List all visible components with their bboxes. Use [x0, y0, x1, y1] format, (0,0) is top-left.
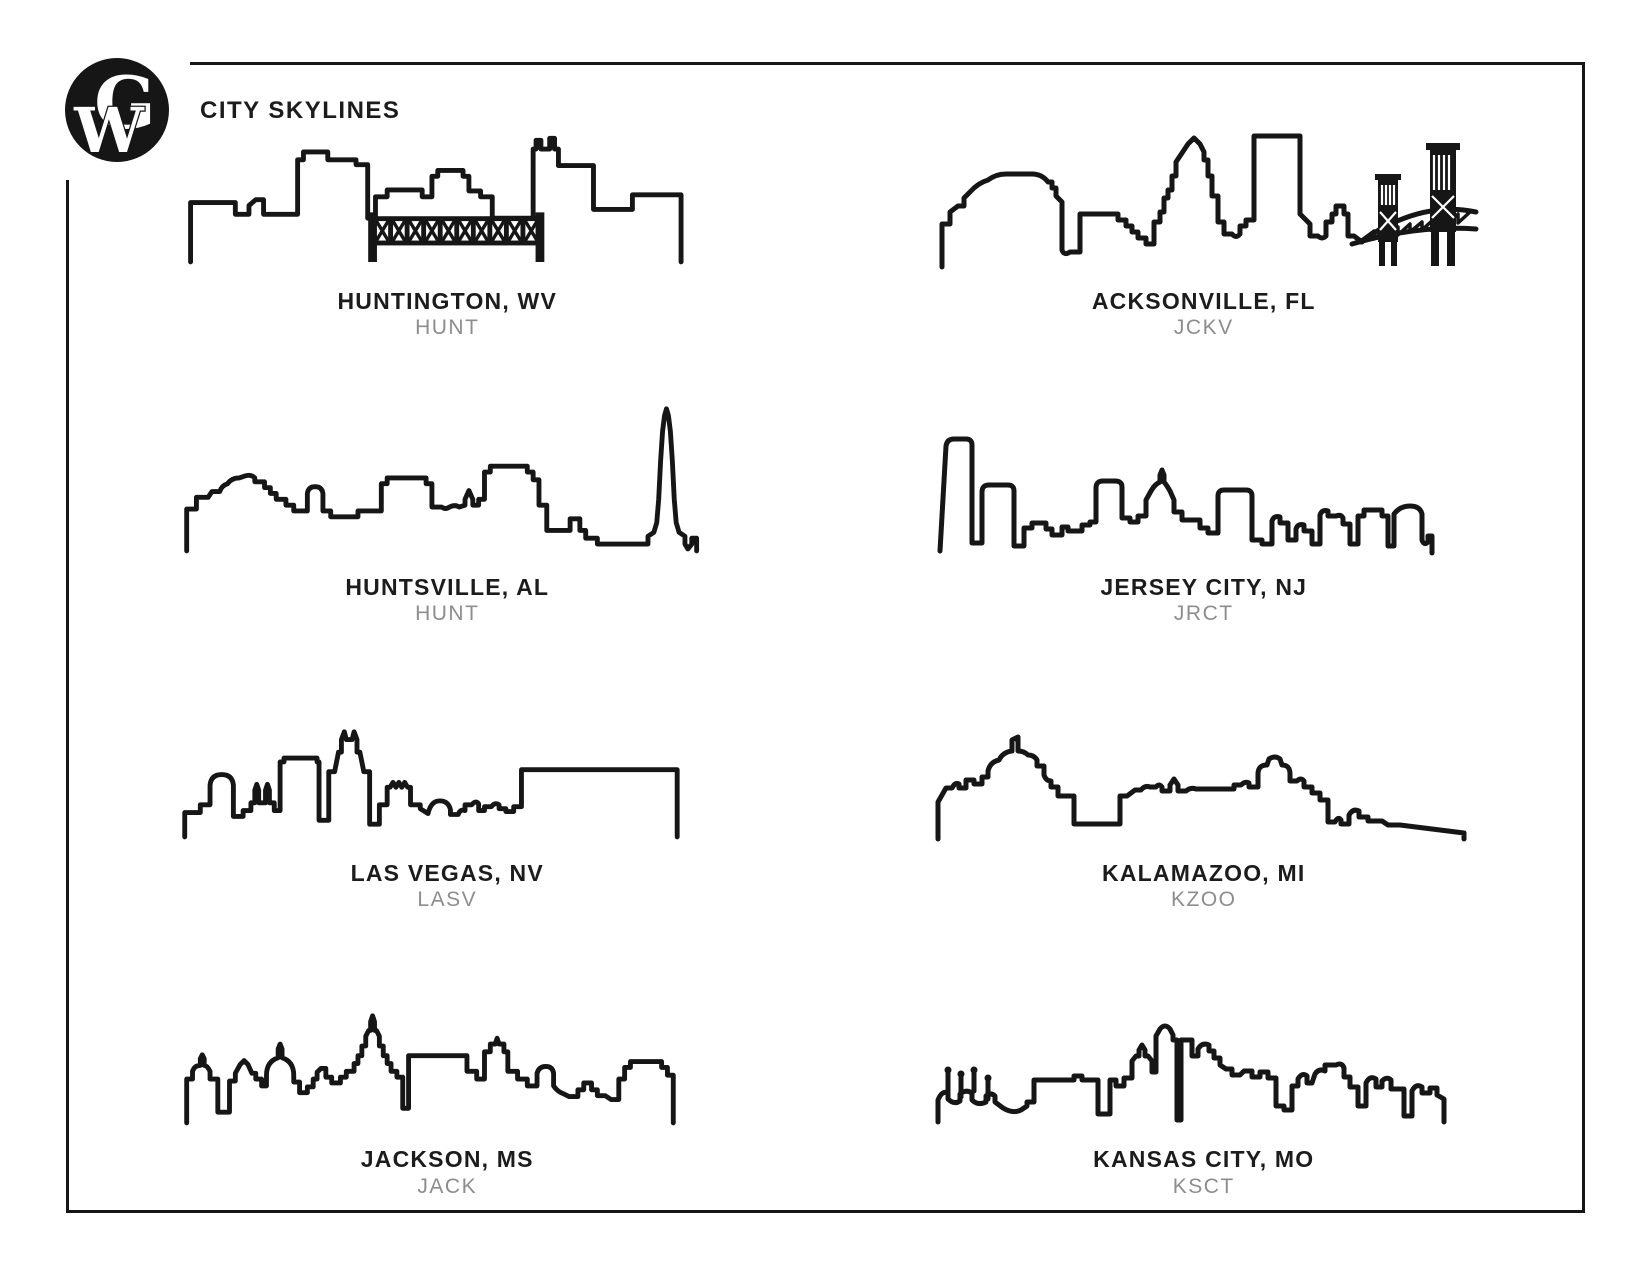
skyline-cell-huntsville: HUNTSVILLE, AL HUNT [69, 351, 826, 637]
light-poles-icon [944, 1066, 992, 1102]
page-border-frame: HUNTINGTON, WV HUNT [66, 62, 1585, 1213]
skyline-grid: HUNTINGTON, WV HUNT [69, 65, 1582, 1210]
lift-bridge-icon [1349, 142, 1479, 266]
logo-background: G W [44, 40, 190, 180]
skyline-cell-jacksonville: ACKSONVILLE, FL JCKV [826, 65, 1583, 351]
saturn-v-rocket-icon [183, 406, 699, 554]
jackson-skyline-image [183, 1013, 676, 1126]
sku-code: JRCT [1173, 602, 1234, 626]
lasvegas-skyline-image [182, 729, 680, 840]
huntington-skyline-image [187, 135, 684, 264]
city-label: KANSAS CITY, MO [1093, 1146, 1315, 1173]
kansascity-skyline-image [935, 1023, 1447, 1125]
logo-letter-w: W [73, 94, 145, 164]
city-label: HUNTSVILLE, AL [345, 573, 550, 600]
sku-code: JACK [417, 1174, 478, 1198]
city-label: LAS VEGAS, NV [350, 860, 544, 887]
city-label: ACKSONVILLE, FL [1091, 287, 1316, 314]
sku-code: HUNT [415, 315, 480, 339]
skyline-cell-jackson: JACKSON, MS JACK [69, 924, 826, 1210]
jerseycity-skyline-image [937, 436, 1435, 556]
sku-code: HUNT [415, 602, 480, 626]
city-label: HUNTINGTON, WV [337, 287, 558, 314]
city-label: JERSEY CITY, NJ [1100, 573, 1308, 600]
logo-letter-g: G [94, 60, 156, 145]
sku-code: JCKV [1173, 315, 1234, 339]
city-label: JACKSON, MS [360, 1146, 534, 1173]
skyline-cell-jerseycity: JERSEY CITY, NJ JRCT [826, 351, 1583, 637]
sku-code: KSCT [1172, 1174, 1235, 1198]
sku-code: LASV [417, 888, 478, 912]
gw-monogram-icon: G W [65, 58, 169, 164]
skyline-cell-kalamazoo: KALAMAZOO, MI KZOO [826, 638, 1583, 924]
skyline-cell-kansascity: KANSAS CITY, MO KSCT [826, 924, 1583, 1210]
skyline-cell-huntington: HUNTINGTON, WV HUNT [69, 65, 826, 351]
sku-code: KZOO [1170, 888, 1237, 912]
skyline-cell-lasvegas: LAS VEGAS, NV LASV [69, 638, 826, 924]
jacksonville-skyline-image [939, 133, 1479, 270]
kalamazoo-skyline-image [935, 734, 1467, 842]
page-title: CITY SKYLINES [200, 97, 401, 124]
city-label: KALAMAZOO, MI [1102, 860, 1306, 887]
truss-bridge-icon [367, 211, 545, 262]
huntsville-skyline-image [183, 406, 699, 554]
